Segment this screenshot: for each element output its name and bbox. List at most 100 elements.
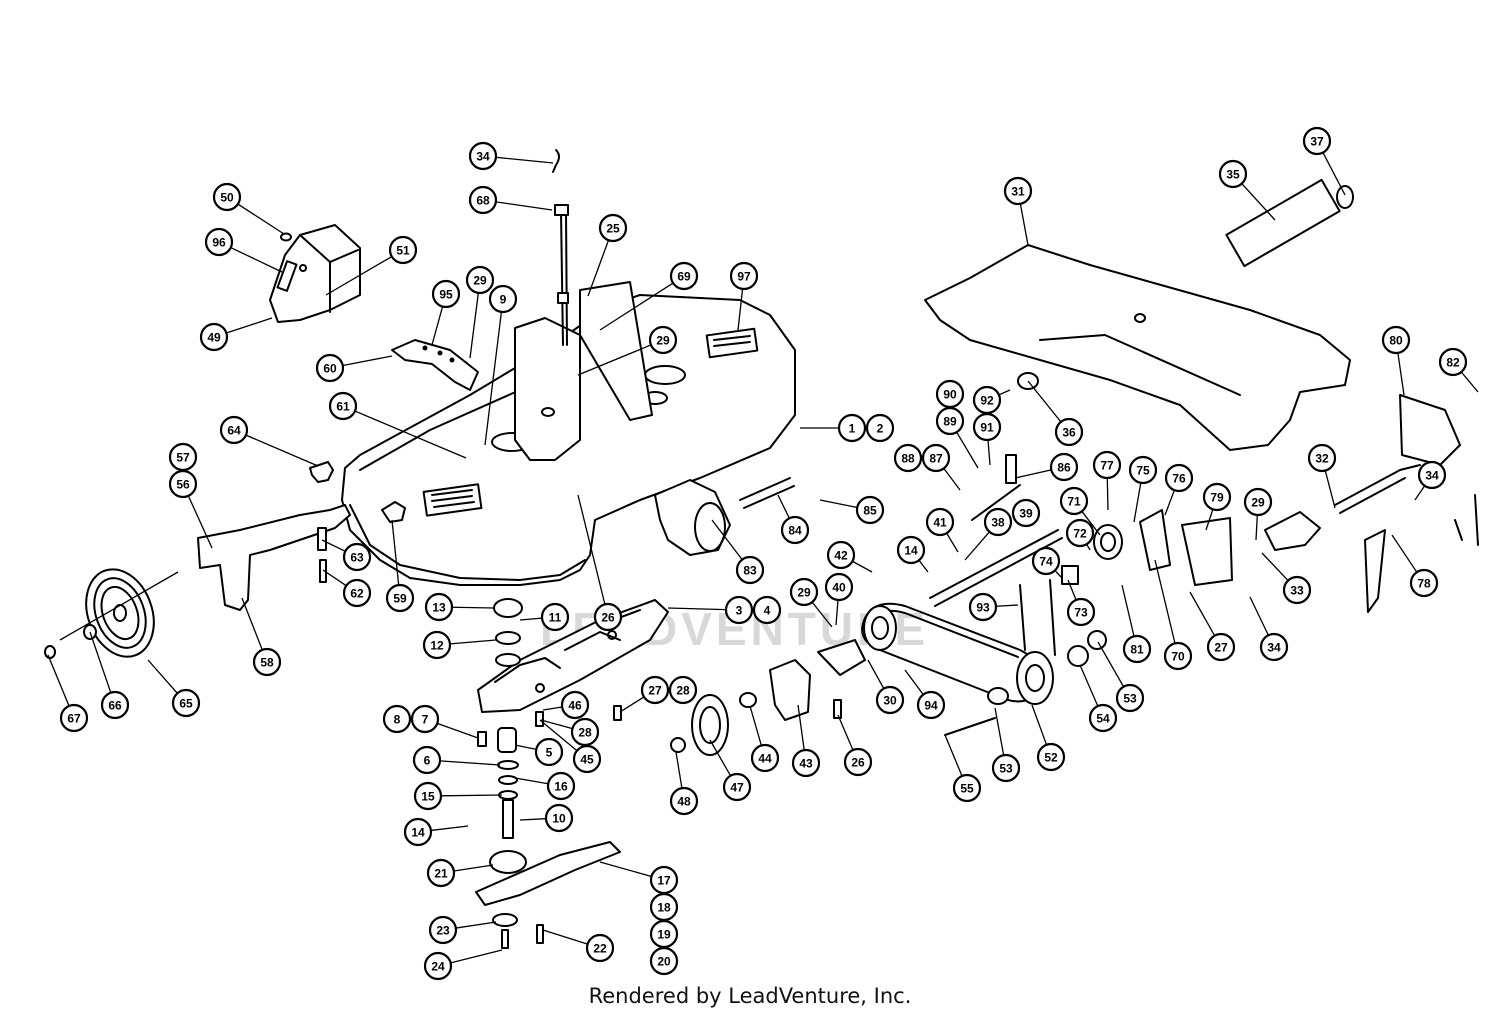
callout-24[interactable]: 24 [423, 951, 453, 981]
callout-48[interactable]: 48 [669, 786, 699, 816]
callout-53[interactable]: 53 [991, 753, 1021, 783]
callout-49[interactable]: 49 [199, 322, 229, 352]
callout-54[interactable]: 54 [1088, 703, 1118, 733]
callout-34[interactable]: 34 [1417, 460, 1447, 490]
callout-85[interactable]: 85 [855, 495, 885, 525]
callout-29[interactable]: 29 [789, 577, 819, 607]
callout-52[interactable]: 52 [1036, 742, 1066, 772]
callout-78[interactable]: 78 [1409, 568, 1439, 598]
callout-26[interactable]: 26 [593, 602, 623, 632]
callout-16[interactable]: 16 [546, 771, 576, 801]
callout-36[interactable]: 36 [1054, 417, 1084, 447]
callout-9[interactable]: 9 [488, 284, 518, 314]
callout-19[interactable]: 19 [649, 919, 679, 949]
callout-76[interactable]: 76 [1164, 463, 1194, 493]
callout-38[interactable]: 38 [983, 507, 1013, 537]
callout-50[interactable]: 50 [212, 182, 242, 212]
callout-94[interactable]: 94 [916, 690, 946, 720]
callout-92[interactable]: 92 [972, 385, 1002, 415]
callout-97[interactable]: 97 [729, 261, 759, 291]
callout-28[interactable]: 28 [668, 675, 698, 705]
callout-15[interactable]: 15 [413, 781, 443, 811]
callout-35[interactable]: 35 [1218, 159, 1248, 189]
callout-31[interactable]: 31 [1003, 176, 1033, 206]
callout-27[interactable]: 27 [1206, 632, 1236, 662]
callout-40[interactable]: 40 [824, 572, 854, 602]
callout-3[interactable]: 3 [724, 595, 754, 625]
callout-22[interactable]: 22 [585, 933, 615, 963]
callout-2[interactable]: 2 [865, 413, 895, 443]
callout-86[interactable]: 86 [1049, 452, 1079, 482]
callout-95[interactable]: 95 [431, 279, 461, 309]
callout-18[interactable]: 18 [649, 892, 679, 922]
callout-72[interactable]: 72 [1065, 518, 1095, 548]
callout-65[interactable]: 65 [171, 688, 201, 718]
callout-41[interactable]: 41 [925, 507, 955, 537]
callout-7[interactable]: 7 [410, 704, 440, 734]
callout-96[interactable]: 96 [204, 227, 234, 257]
callout-26[interactable]: 26 [843, 747, 873, 777]
callout-44[interactable]: 44 [750, 743, 780, 773]
callout-17[interactable]: 17 [649, 865, 679, 895]
callout-61[interactable]: 61 [328, 391, 358, 421]
callout-67[interactable]: 67 [59, 703, 89, 733]
callout-73[interactable]: 73 [1066, 597, 1096, 627]
callout-5[interactable]: 5 [534, 737, 564, 767]
callout-34[interactable]: 34 [468, 141, 498, 171]
callout-33[interactable]: 33 [1282, 575, 1312, 605]
callout-43[interactable]: 43 [791, 748, 821, 778]
callout-23[interactable]: 23 [428, 915, 458, 945]
callout-34[interactable]: 34 [1259, 632, 1289, 662]
callout-62[interactable]: 62 [342, 578, 372, 608]
callout-8[interactable]: 8 [382, 704, 412, 734]
callout-12[interactable]: 12 [422, 630, 452, 660]
callout-45[interactable]: 45 [572, 744, 602, 774]
callout-60[interactable]: 60 [315, 353, 345, 383]
callout-32[interactable]: 32 [1307, 443, 1337, 473]
callout-28[interactable]: 28 [570, 717, 600, 747]
callout-66[interactable]: 66 [100, 690, 130, 720]
callout-20[interactable]: 20 [649, 946, 679, 976]
callout-39[interactable]: 39 [1011, 498, 1041, 528]
callout-21[interactable]: 21 [426, 858, 456, 888]
callout-74[interactable]: 74 [1031, 546, 1061, 576]
callout-69[interactable]: 69 [669, 261, 699, 291]
callout-47[interactable]: 47 [722, 772, 752, 802]
callout-71[interactable]: 71 [1059, 486, 1089, 516]
callout-29[interactable]: 29 [1243, 487, 1273, 517]
callout-68[interactable]: 68 [468, 185, 498, 215]
callout-6[interactable]: 6 [412, 745, 442, 775]
callout-87[interactable]: 87 [921, 443, 951, 473]
callout-84[interactable]: 84 [780, 515, 810, 545]
callout-13[interactable]: 13 [424, 592, 454, 622]
callout-29[interactable]: 29 [648, 325, 678, 355]
callout-57[interactable]: 57 [168, 442, 198, 472]
callout-29[interactable]: 29 [465, 265, 495, 295]
callout-27[interactable]: 27 [640, 675, 670, 705]
callout-11[interactable]: 11 [540, 602, 570, 632]
callout-53[interactable]: 53 [1115, 683, 1145, 713]
callout-91[interactable]: 91 [972, 412, 1002, 442]
callout-83[interactable]: 83 [735, 555, 765, 585]
callout-70[interactable]: 70 [1163, 641, 1193, 671]
callout-14[interactable]: 14 [896, 535, 926, 565]
callout-10[interactable]: 10 [544, 803, 574, 833]
callout-55[interactable]: 55 [952, 773, 982, 803]
callout-90[interactable]: 90 [935, 379, 965, 409]
callout-59[interactable]: 59 [385, 583, 415, 613]
callout-25[interactable]: 25 [598, 213, 628, 243]
callout-63[interactable]: 63 [342, 542, 372, 572]
callout-51[interactable]: 51 [388, 235, 418, 265]
callout-4[interactable]: 4 [752, 595, 782, 625]
callout-37[interactable]: 37 [1302, 126, 1332, 156]
callout-75[interactable]: 75 [1128, 455, 1158, 485]
callout-30[interactable]: 30 [875, 685, 905, 715]
callout-14[interactable]: 14 [403, 817, 433, 847]
callout-58[interactable]: 58 [252, 647, 282, 677]
callout-79[interactable]: 79 [1202, 482, 1232, 512]
callout-1[interactable]: 1 [837, 413, 867, 443]
callout-42[interactable]: 42 [826, 540, 856, 570]
callout-56[interactable]: 56 [168, 469, 198, 499]
callout-82[interactable]: 82 [1438, 347, 1468, 377]
callout-89[interactable]: 89 [935, 406, 965, 436]
